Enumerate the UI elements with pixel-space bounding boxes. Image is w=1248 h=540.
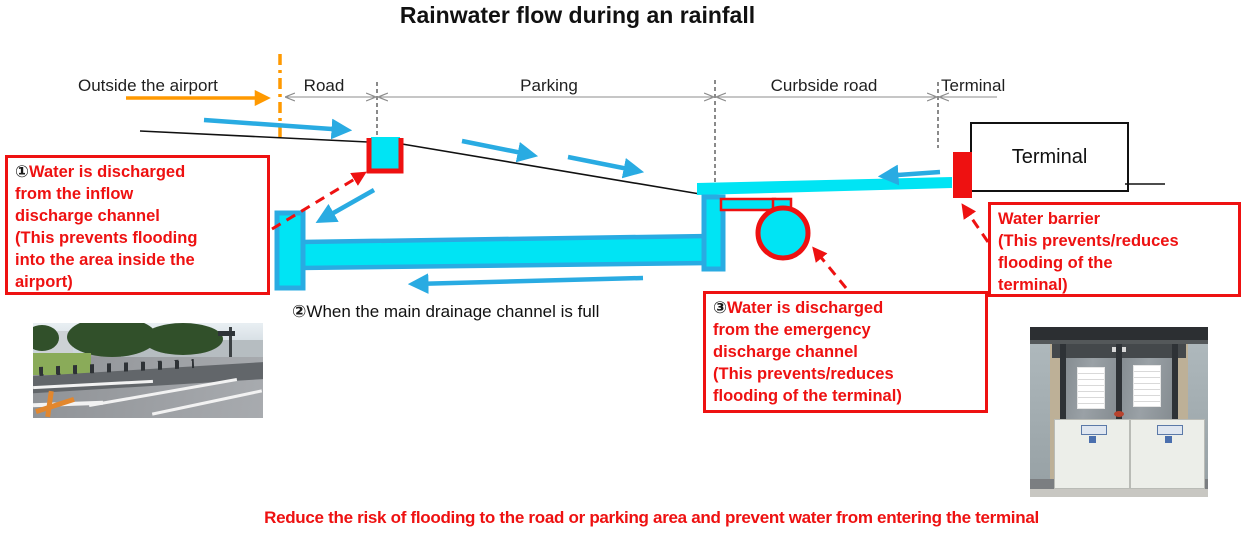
red-dashed-arrow-inflow bbox=[271, 171, 367, 231]
photo-paper-notice bbox=[1077, 367, 1105, 409]
photo-side-window bbox=[1030, 344, 1050, 479]
flow-arrows bbox=[203, 117, 941, 294]
photo-ground bbox=[1030, 489, 1208, 497]
flow-arrow-channel bbox=[407, 273, 644, 294]
terminal-entrance-photo bbox=[1030, 327, 1208, 497]
photo-pillar bbox=[1178, 344, 1188, 479]
circled-number-3: ③ bbox=[713, 299, 727, 317]
flow-arrow-road bbox=[203, 117, 353, 140]
flow-arrow-parking-2 bbox=[567, 154, 645, 179]
photo-panel-logo bbox=[1165, 436, 1172, 443]
photo-tree bbox=[33, 325, 59, 351]
emergency-discharge-channel bbox=[719, 197, 811, 261]
photo-water-barrier-panel bbox=[1130, 419, 1205, 489]
note-main-channel-text: When the main drainage channel is full bbox=[306, 302, 600, 321]
note-main-channel: ②When the main drainage channel is full bbox=[292, 302, 599, 322]
outside-airport-label: Outside the airport bbox=[78, 76, 218, 95]
flow-arrow-curbside bbox=[877, 164, 941, 186]
photo-paper-notice bbox=[1133, 365, 1161, 407]
photo-signal-pole bbox=[229, 327, 232, 357]
photo-traffic-signal bbox=[218, 331, 235, 336]
callout-inflow-discharge: ①Water is discharged from the inflow dis… bbox=[5, 155, 270, 295]
zone-label-parking: Parking bbox=[520, 76, 578, 95]
zone-label-curbside-road: Curbside road bbox=[770, 76, 878, 95]
photo-facade-top bbox=[1030, 327, 1208, 340]
zone-label-terminal: Terminal bbox=[941, 76, 1006, 95]
red-dashed-arrow-emergency bbox=[812, 246, 848, 289]
callout-emergency-discharge: ③Water is discharged from the emergency … bbox=[703, 291, 988, 413]
road-photo bbox=[33, 323, 263, 418]
zone-label-road: Road bbox=[303, 76, 345, 95]
photo-pillar bbox=[1050, 344, 1060, 479]
curbside-water-layer bbox=[697, 177, 952, 195]
terminal-building: Terminal bbox=[970, 122, 1129, 192]
photo-panel-logo bbox=[1089, 436, 1096, 443]
callout-inflow-text: Water is discharged from the inflow disc… bbox=[15, 163, 198, 291]
main-drainage-channel bbox=[274, 194, 726, 291]
footer-message: Reduce the risk of flooding to the road … bbox=[264, 508, 1039, 527]
callout-arrows bbox=[271, 171, 990, 289]
photo-tree bbox=[67, 323, 157, 357]
outside-airport-arrow bbox=[126, 54, 282, 139]
callout-water-barrier-text: Water barrier (This prevents/reduces flo… bbox=[998, 210, 1179, 294]
circled-number-1: ① bbox=[15, 163, 29, 181]
photo-panel-label bbox=[1157, 425, 1183, 435]
callout-emergency-text: Water is discharged from the emergency d… bbox=[713, 299, 902, 405]
callout-water-barrier: Water barrier (This prevents/reduces flo… bbox=[988, 202, 1241, 297]
red-dashed-arrow-barrier bbox=[961, 203, 990, 243]
photo-door-frame bbox=[1060, 344, 1066, 479]
photo-water-barrier-panel bbox=[1054, 419, 1130, 489]
inflow-riser bbox=[274, 210, 306, 291]
photo-facade-trim bbox=[1030, 340, 1208, 344]
flow-arrow-parking-1 bbox=[461, 138, 539, 163]
photo-door-frame bbox=[1172, 344, 1178, 479]
photo-panel-label bbox=[1081, 425, 1107, 435]
flow-arrow-into-riser bbox=[315, 188, 376, 224]
photo-flowers bbox=[1114, 411, 1124, 417]
photo-tree bbox=[143, 323, 223, 355]
terminal-building-label: Terminal bbox=[1011, 145, 1088, 168]
circled-number-2: ② bbox=[292, 302, 307, 321]
outflow-riser bbox=[701, 194, 726, 272]
inflow-discharge-channel bbox=[366, 137, 404, 174]
page-title: Rainwater flow during an rainfall bbox=[399, 2, 756, 28]
